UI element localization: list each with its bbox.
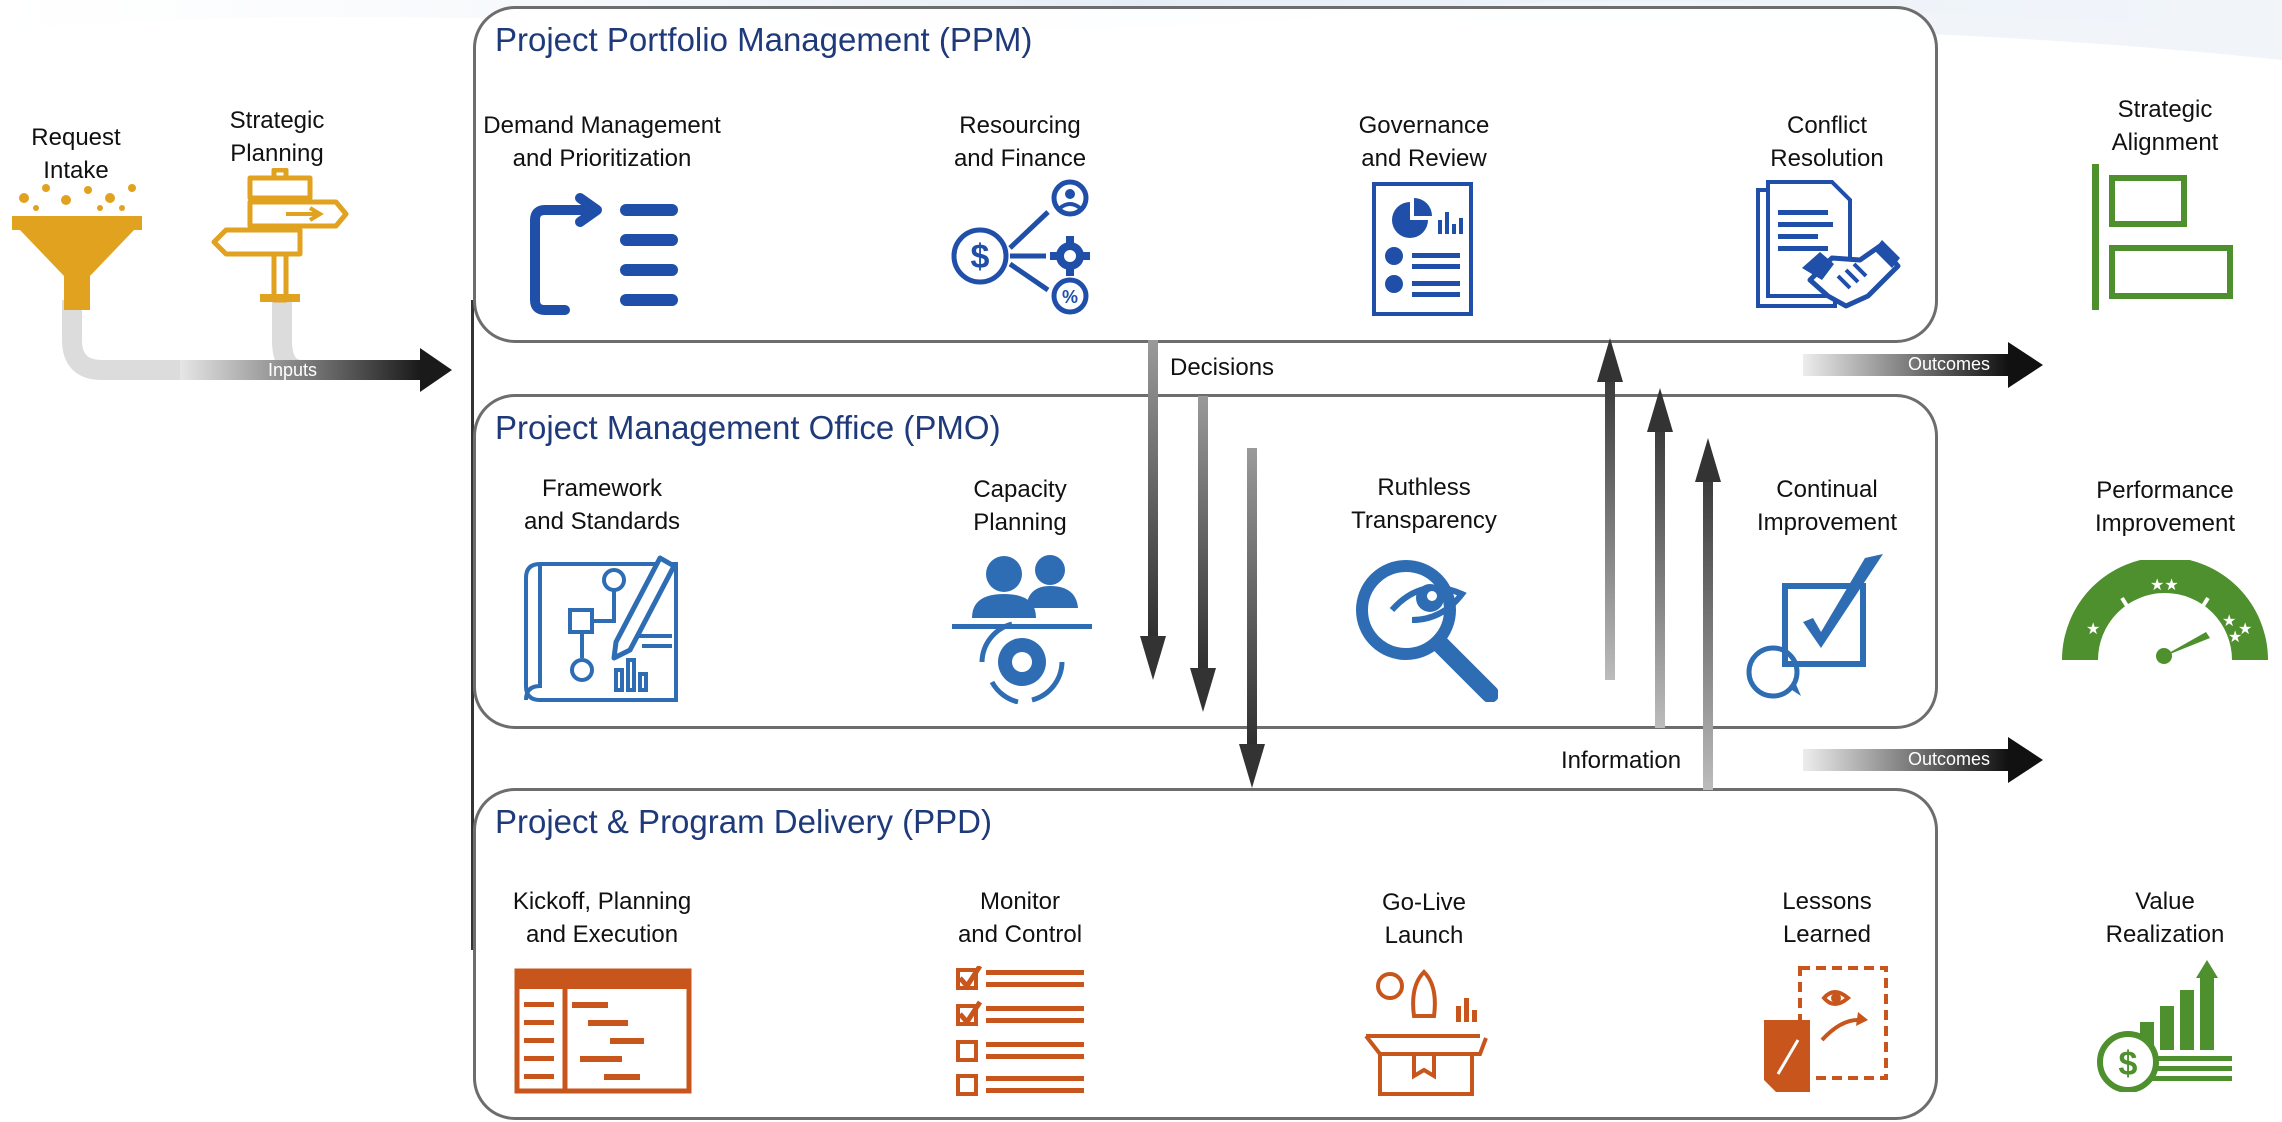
inputs-flow-arrow — [62, 300, 452, 392]
svg-text:★: ★ — [2228, 627, 2242, 646]
svg-text:$: $ — [2119, 1045, 2138, 1083]
ppd-title: Project & Program Delivery (PPD) — [495, 803, 992, 840]
ppm-title: Project Portfolio Management (PPM) — [495, 21, 1033, 58]
svg-text:★: ★ — [2222, 611, 2236, 630]
checklist-icon — [956, 966, 1084, 1096]
alignment-icon — [2092, 164, 2233, 310]
people-gear-icon — [952, 555, 1092, 704]
svg-text:$: $ — [971, 238, 990, 276]
checkbox-cycle-icon — [1746, 554, 1883, 699]
decisions-label: Decisions — [1170, 354, 1275, 381]
speedometer-icon: ★★★★★★ — [2062, 560, 2268, 664]
value-growth-icon: $ — [2097, 960, 2232, 1092]
svg-text:★: ★ — [2086, 619, 2100, 638]
funnel-icon — [12, 184, 142, 310]
svg-text:%: % — [1062, 287, 1078, 307]
governance-report-icon — [1372, 182, 1473, 316]
handshake-contract-icon — [1756, 180, 1901, 309]
outcomes-arrow-1 — [1803, 342, 2043, 388]
svg-text:★★: ★★ — [2150, 575, 2179, 594]
outcomes-label-2: Outcomes — [1908, 749, 1991, 769]
outcomes-arrow-2 — [1803, 737, 2043, 783]
ppm-panel: Project Portfolio Management (PPM) — [473, 6, 1938, 343]
lessons-document-icon — [1764, 966, 1888, 1092]
svg-text:★: ★ — [2238, 619, 2252, 638]
inputs-arrow-label: Inputs — [268, 360, 318, 380]
decisions-arrows — [1140, 340, 1265, 788]
signpost-icon — [211, 168, 349, 303]
outcomes-label-1: Outcomes — [1908, 354, 1991, 374]
pmo-title: Project Management Office (PMO) — [495, 409, 1001, 446]
resourcing-finance-icon: $ % — [951, 179, 1090, 315]
demand-list-icon — [530, 193, 678, 315]
magnifier-eye-icon — [1356, 560, 1498, 702]
left-spine-line — [471, 300, 474, 950]
rocket-box-icon — [1364, 969, 1488, 1096]
blueprint-pencil-icon — [524, 555, 678, 702]
information-arrows — [1597, 338, 1721, 790]
gantt-chart-icon — [514, 968, 692, 1094]
information-label: Information — [1561, 747, 1682, 774]
ppd-panel: Project & Program Delivery (PPD) — [473, 788, 1938, 1120]
